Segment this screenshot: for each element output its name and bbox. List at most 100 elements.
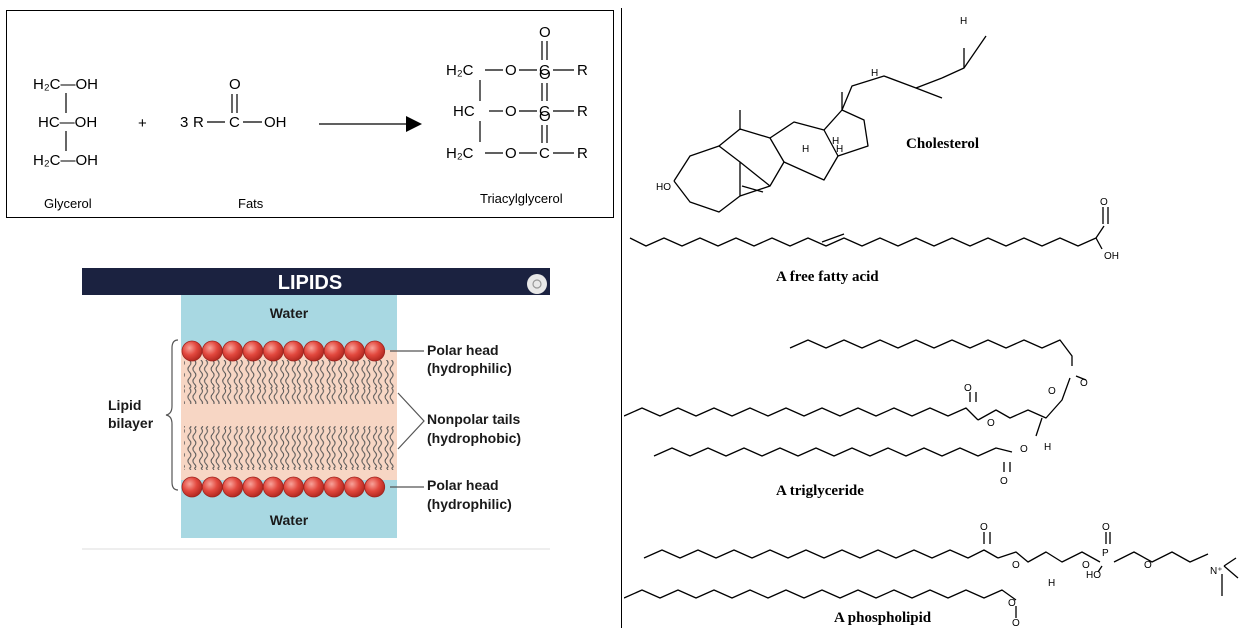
product-c-1: C — [539, 62, 550, 79]
phospholipid-o-2: O — [1012, 560, 1020, 571]
fatty-acid-o: O — [1100, 197, 1108, 208]
phospholipid-h: H — [1048, 578, 1055, 589]
product-carbonyl-o-1: O — [539, 24, 551, 41]
polar-head-top-label-2: (hydrophilic) — [427, 360, 512, 376]
water-bottom-label: Water — [270, 512, 309, 528]
glycerol-row-3: H₂C—OH — [33, 152, 98, 169]
glycerol-row-2: HC—OH — [38, 114, 97, 131]
cholesterol-h-1: H — [960, 16, 967, 27]
cholesterol-label: Cholesterol — [906, 136, 979, 152]
phospholipid-ho: HO — [1086, 570, 1101, 581]
cholesterol-ho: HO — [656, 182, 671, 193]
triglyceride-o-6: O — [1000, 476, 1008, 487]
acid-c: C — [229, 114, 240, 131]
polar-head-sphere — [364, 476, 386, 498]
polar-head-sphere — [262, 340, 284, 362]
cholesterol-h-4: H — [802, 144, 809, 155]
product-o-2: O — [505, 103, 517, 120]
polar-head-sphere — [283, 340, 304, 362]
fatty-acid-oh: OH — [1104, 251, 1119, 262]
polar-head-sphere — [201, 476, 223, 498]
cholesterol-h-5: H — [836, 144, 843, 155]
lipid-bilayer-label-1: Lipid — [108, 397, 141, 413]
polar-head-bottom-label-2: (hydrophilic) — [427, 496, 512, 512]
polar-head-sphere — [323, 476, 345, 498]
phospholipid-n: N⁺ — [1210, 566, 1223, 577]
product-c-2: C — [539, 103, 550, 120]
cholesterol-h-2: H — [871, 68, 878, 79]
acid-coefficient: 3 — [180, 114, 188, 131]
polar-head-sphere — [364, 340, 386, 362]
polar-head-sphere — [303, 340, 325, 362]
polar-head-sphere — [343, 340, 365, 362]
product-carbonyl-o-3: O — [539, 108, 551, 125]
triglyceride-o-3: O — [1080, 378, 1088, 389]
triglyceride-o-1: O — [964, 383, 972, 394]
lipid-structures: HO H H H H H O OH O O O O O O H O O O P … — [623, 16, 1239, 629]
acid-oh: OH — [264, 114, 287, 131]
cholesterol-h-3: H — [832, 136, 839, 147]
nonpolar-tails-label-2: (hydrophobic) — [427, 430, 521, 446]
product-o-1: O — [505, 62, 517, 79]
product-h2c-top: H₂C — [446, 62, 474, 79]
phospholipid-structure — [623, 532, 1239, 618]
label-fats: Fats — [238, 196, 264, 211]
water-top-label: Water — [270, 305, 309, 321]
phospholipid-label: A phospholipid — [834, 610, 932, 626]
triglyceride-o-2: O — [987, 418, 995, 429]
polar-head-sphere — [323, 340, 345, 362]
label-glycerol: Glycerol — [44, 196, 92, 211]
polar-head-top-label-1: Polar head — [427, 342, 499, 358]
cholesterol-structure — [673, 35, 987, 213]
product-r-3: R — [577, 145, 588, 162]
product-h2c-bottom: H₂C — [446, 145, 474, 162]
fatty-acid-structure — [629, 225, 1105, 247]
polar-heads-bottom — [181, 476, 386, 498]
plus-sign: + — [138, 115, 147, 132]
product-carbonyl-o-2: O — [539, 66, 551, 83]
nonpolar-tails-label-1: Nonpolar tails — [427, 411, 521, 427]
polar-head-sphere — [201, 340, 223, 362]
triglyceride-structure — [623, 339, 1087, 472]
triacylglycerol-reaction: H₂C—OH HC—OH H₂C—OH + 3 R C O OH H₂C HC … — [6, 10, 614, 218]
polar-head-sphere — [181, 340, 203, 362]
triglyceride-h: H — [1044, 442, 1051, 453]
polar-head-sphere — [283, 476, 304, 498]
vertical-divider — [621, 8, 622, 628]
lipid-structures-panel: HO H H H H H O OH O O O O O O H O O O P … — [623, 6, 1247, 629]
triglyceride-label: A triglyceride — [776, 483, 864, 499]
polar-head-sphere — [242, 476, 264, 498]
polar-head-sphere — [303, 476, 325, 498]
product-o-3: O — [505, 145, 517, 162]
triglyceride-o-5: O — [1020, 444, 1028, 455]
product-r-2: R — [577, 103, 588, 120]
triacylglycerol-structure: H₂C HC H₂C O C O R O C O R — [446, 24, 588, 162]
polar-head-sphere — [242, 340, 264, 362]
product-c-3: C — [539, 145, 550, 162]
reaction-panel: H₂C—OH HC—OH H₂C—OH + 3 R C O OH H₂C HC … — [6, 10, 614, 218]
acid-r: R — [193, 114, 204, 131]
phospholipid-o-4: O — [1102, 522, 1110, 533]
lipid-bilayer-panel: LIPIDS Water Water Lipid bilayer Polar h… — [82, 268, 550, 550]
fatty-acid-label: A free fatty acid — [776, 269, 879, 285]
product-r-1: R — [577, 62, 588, 79]
polar-head-sphere — [343, 476, 365, 498]
polar-head-bottom-label-1: Polar head — [427, 477, 499, 493]
bilayer-title: LIPIDS — [278, 272, 342, 294]
label-triacylglycerol: Triacylglycerol — [480, 191, 563, 206]
phospholipid-o-5: O — [1144, 560, 1152, 571]
product-hc: HC — [453, 103, 475, 120]
expand-icon[interactable] — [527, 274, 547, 294]
polar-head-sphere — [181, 476, 203, 498]
phospholipid-o-7: O — [1012, 618, 1020, 628]
lipid-bilayer-diagram: LIPIDS Water Water Lipid bilayer Polar h… — [82, 268, 550, 550]
polar-head-sphere — [222, 476, 244, 498]
polar-head-sphere — [262, 476, 284, 498]
lipid-bilayer-label-2: bilayer — [108, 415, 154, 431]
phospholipid-o-6: O — [1008, 598, 1016, 609]
acid-o: O — [229, 76, 241, 93]
bilayer-header — [82, 268, 550, 295]
phospholipid-o-3: O — [1082, 560, 1090, 571]
polar-head-sphere — [222, 340, 244, 362]
polar-heads-top — [181, 340, 386, 362]
